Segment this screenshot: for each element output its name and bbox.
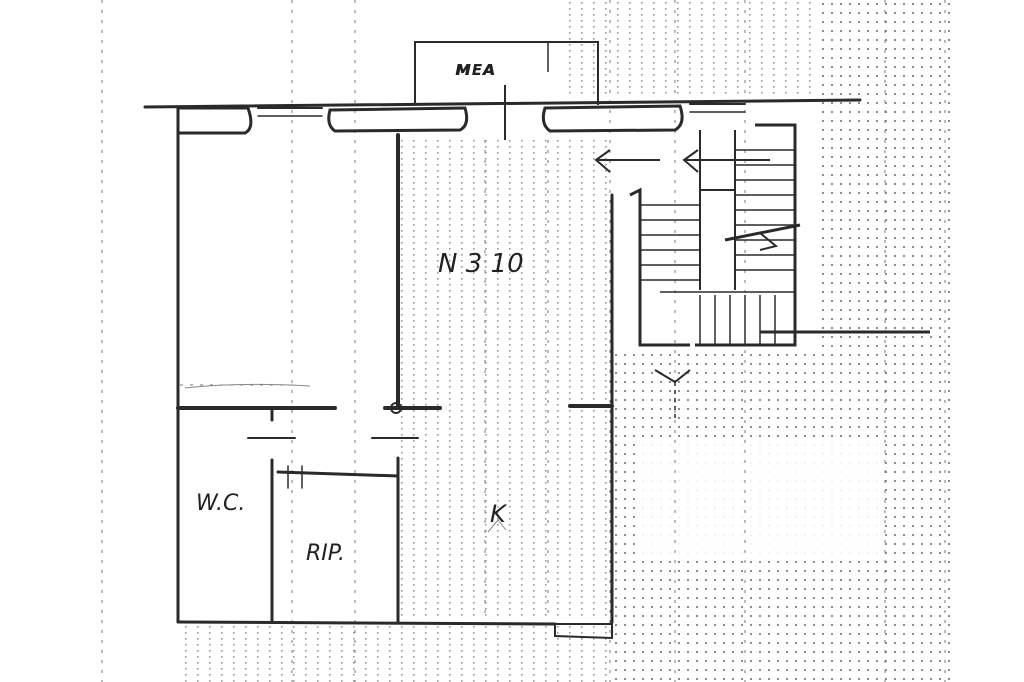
balcony bbox=[414, 41, 599, 140]
wc-label: W.C. bbox=[196, 491, 245, 516]
main-room-label: N 3 10 bbox=[438, 249, 524, 279]
balcony-label: ᴍᴇᴀ bbox=[455, 56, 496, 80]
interior-walls bbox=[176, 133, 442, 624]
storage-label: RIP. bbox=[306, 541, 345, 566]
staircase bbox=[594, 123, 930, 420]
scribbles bbox=[184, 383, 507, 533]
kitchen-label: K bbox=[490, 500, 508, 528]
exterior-walls bbox=[143, 98, 862, 640]
